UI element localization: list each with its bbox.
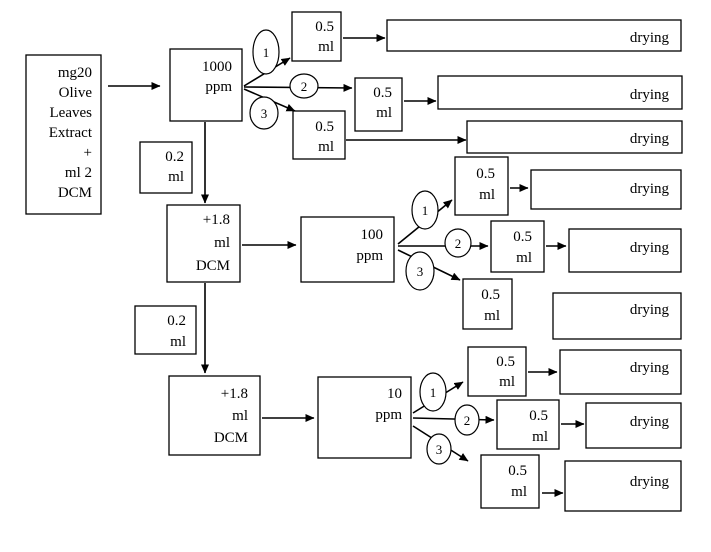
- stock-1-unit: ppm: [205, 79, 232, 95]
- svg-text:ml: ml: [479, 187, 495, 203]
- svg-text:0.5: 0.5: [315, 19, 334, 35]
- branch-label-2-3: 3: [405, 251, 435, 291]
- svg-text:+1.8: +1.8: [203, 212, 230, 228]
- branch-label-3-3: 3: [426, 433, 452, 465]
- aliquot-box-1-1: 0.5 ml: [291, 11, 342, 62]
- branch-label-1-3: 3: [249, 96, 279, 130]
- dilution-box-2: +1.8 ml DCM: [168, 375, 261, 456]
- source-line-1: mg20: [58, 65, 92, 81]
- aliquot-box-1-2: 0.5 ml: [354, 77, 403, 132]
- stock-box-10: 10 ppm: [317, 376, 412, 459]
- svg-text:drying: drying: [630, 87, 670, 103]
- svg-text:0.5: 0.5: [315, 119, 334, 135]
- aliquot-box-3-1: 0.5 ml: [467, 346, 527, 397]
- aliquot-box-3-3: 0.5 ml: [480, 454, 540, 509]
- branch-arrow-3-2: [412, 415, 495, 424]
- svg-text:2: 2: [301, 79, 308, 94]
- svg-text:3: 3: [436, 442, 443, 457]
- svg-text:0.2: 0.2: [167, 313, 186, 329]
- svg-text:ml: ml: [511, 484, 527, 500]
- svg-text:3: 3: [417, 264, 424, 279]
- svg-text:drying: drying: [630, 360, 670, 376]
- dilution-box-1: +1.8 ml DCM: [166, 204, 241, 283]
- svg-text:+1.8: +1.8: [221, 386, 248, 402]
- svg-text:2: 2: [464, 413, 471, 428]
- svg-text:drying: drying: [630, 474, 670, 490]
- branch-label-3-1: 1: [419, 372, 447, 412]
- svg-text:ml: ml: [232, 408, 248, 424]
- source-line-5: +: [84, 145, 92, 161]
- svg-text:drying: drying: [630, 30, 670, 46]
- svg-text:drying: drying: [630, 181, 670, 197]
- svg-text:drying: drying: [630, 414, 670, 430]
- svg-text:ml: ml: [532, 429, 548, 445]
- drying-box-3-1: drying: [559, 349, 682, 395]
- svg-text:1: 1: [422, 203, 429, 218]
- svg-text:3: 3: [261, 106, 268, 121]
- svg-text:0.5: 0.5: [373, 85, 392, 101]
- drying-box-2-2: drying: [568, 228, 682, 273]
- source-line-6: ml 2: [65, 165, 92, 181]
- stock-box-1000: 1000 ppm: [169, 48, 243, 122]
- svg-text:0.5: 0.5: [508, 463, 527, 479]
- svg-text:ppm: ppm: [375, 407, 402, 423]
- drying-box-1-3: drying: [466, 120, 683, 154]
- svg-text:ml: ml: [318, 139, 334, 155]
- svg-text:ppm: ppm: [356, 248, 383, 264]
- aliquot-box-2-2: 0.5 ml: [490, 220, 545, 273]
- svg-text:0.5: 0.5: [529, 408, 548, 424]
- svg-text:100: 100: [361, 227, 384, 243]
- svg-text:ml: ml: [318, 39, 334, 55]
- transfer-box-1: 0.2 ml: [139, 141, 193, 194]
- svg-text:ml: ml: [484, 308, 500, 324]
- drying-box-2-3: drying: [552, 292, 682, 340]
- source-line-4: Extract: [49, 125, 93, 141]
- transfer-box-2: 0.2 ml: [134, 305, 197, 355]
- stock-1-value: 1000: [202, 59, 232, 75]
- svg-text:ml: ml: [170, 334, 186, 350]
- svg-text:ml: ml: [499, 374, 515, 390]
- source-box: mg20 Olive Leaves Extract + ml 2 DCM: [25, 54, 102, 215]
- svg-text:0.5: 0.5: [513, 229, 532, 245]
- drying-box-1-1: drying: [386, 19, 682, 52]
- svg-text:DCM: DCM: [196, 258, 230, 274]
- svg-text:0.5: 0.5: [476, 166, 495, 182]
- svg-text:1: 1: [263, 45, 270, 60]
- drying-box-3-3: drying: [564, 460, 682, 512]
- aliquot-box-2-1: 0.5 ml: [454, 156, 509, 216]
- svg-text:drying: drying: [630, 131, 670, 147]
- stock-box-100: 100 ppm: [300, 216, 395, 283]
- branch-label-1-2: 2: [289, 73, 319, 99]
- svg-text:ml: ml: [376, 105, 392, 121]
- svg-text:0.5: 0.5: [481, 287, 500, 303]
- svg-text:ml: ml: [168, 169, 184, 185]
- svg-text:0.5: 0.5: [496, 354, 515, 370]
- source-line-2: Olive: [59, 85, 93, 101]
- aliquot-box-1-3: 0.5 ml: [292, 110, 346, 160]
- branch-label-1-1: 1: [252, 29, 280, 75]
- svg-text:10: 10: [387, 386, 402, 402]
- svg-text:ml: ml: [516, 250, 532, 266]
- svg-text:DCM: DCM: [214, 430, 248, 446]
- source-line-3: Leaves: [50, 105, 93, 121]
- svg-text:1: 1: [430, 385, 437, 400]
- source-line-7: DCM: [58, 185, 92, 201]
- svg-text:ml: ml: [214, 235, 230, 251]
- drying-box-3-2: drying: [585, 402, 682, 449]
- aliquot-box-2-3: 0.5 ml: [462, 278, 513, 330]
- drying-box-2-1: drying: [530, 169, 682, 210]
- branch-label-2-1: 1: [411, 190, 439, 230]
- branch-label-3-2: 2: [454, 404, 480, 436]
- svg-text:drying: drying: [630, 302, 670, 318]
- aliquot-box-3-2: 0.5 ml: [496, 399, 560, 450]
- svg-text:2: 2: [455, 236, 462, 251]
- drying-box-1-2: drying: [437, 75, 683, 110]
- svg-text:drying: drying: [630, 240, 670, 256]
- svg-text:0.2: 0.2: [165, 149, 184, 165]
- branch-label-2-2: 2: [444, 228, 472, 258]
